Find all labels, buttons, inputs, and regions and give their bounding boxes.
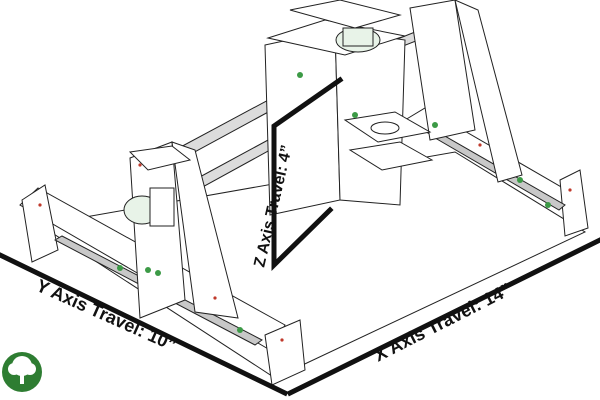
green-marker [145,267,151,273]
green-marker [237,327,243,333]
z-axis-dimension-line [271,76,344,271]
right-end-plate [559,169,589,237]
z-motor-body [342,27,374,47]
screw-dot [38,203,42,207]
gantry-left-cap [128,145,192,171]
gantry-right-upright-front [454,0,523,183]
green-marker [517,177,523,183]
gantry-left-upright-front [171,141,239,319]
screw-dot [568,188,572,192]
y-motor-mount [149,187,175,227]
y-axis-dimension-line [0,252,289,397]
green-marker [352,112,358,118]
spindle-collar [370,121,400,135]
screw-dot [138,163,142,167]
gantry-right-upright [409,0,476,141]
green-marker [432,122,438,128]
spindle-mount-lower [348,141,434,171]
z-carriage-panel [289,0,402,29]
tree-icon [2,352,42,392]
green-marker [545,202,551,208]
x-axis-dimension-line [286,237,600,397]
left-end-plate [21,184,59,263]
front-end-block [264,319,306,386]
gantry-left-upright [129,141,186,319]
green-marker [297,72,303,78]
green-marker [155,270,161,276]
screw-dot [280,338,284,342]
green-marker [117,265,123,271]
screw-dot [213,296,217,300]
screw-dot [478,143,482,147]
